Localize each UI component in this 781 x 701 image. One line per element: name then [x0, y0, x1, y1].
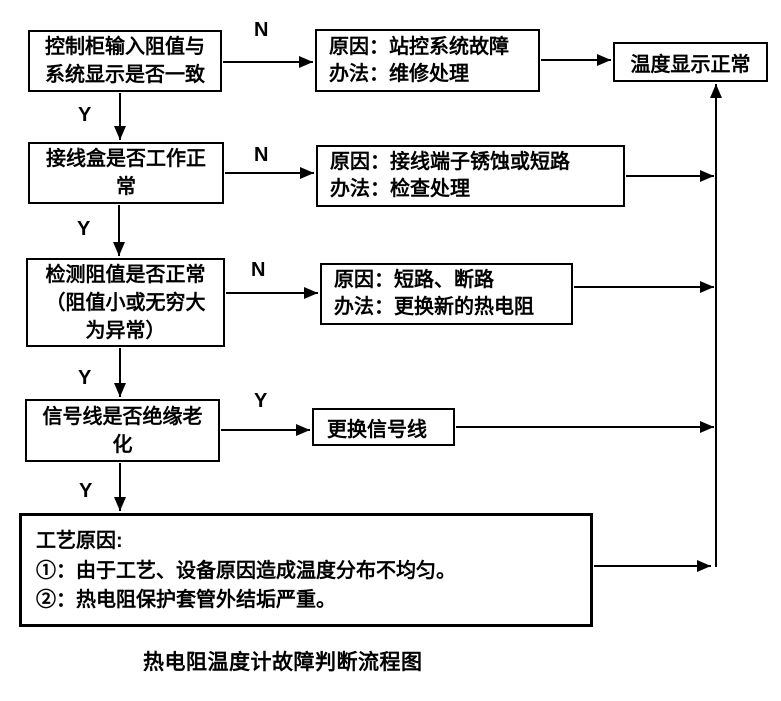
branch-label-n-2: N — [254, 144, 269, 166]
reason-short-open-circuit-solution: 办法：更换新的热电阻 — [334, 296, 534, 318]
branch-label-y-4: Y — [254, 390, 268, 412]
decision-resistance-value-normal: 检测阻值是否正常（阻值小或无穷大为异常） — [26, 258, 225, 347]
terminal-temperature-normal-text: 温度显示正常 — [630, 53, 751, 76]
process-cause-box: 工艺原因: ①：由于工艺、设备原因造成温度分布不均匀。 ②：热电阻保护套管外结垢… — [19, 513, 593, 627]
decision-control-cabinet-resistance: 控制柜输入阻值与系统显示是否一致 — [28, 30, 222, 92]
branch-label-y-5: Y — [79, 480, 93, 502]
branch-label-y-2: Y — [77, 218, 91, 240]
decision-signal-line-insulation-text: 信号线是否绝缘老化 — [42, 405, 203, 456]
branch-label-n-1: N — [254, 19, 269, 41]
diagram-title: 热电阻温度计故障判断流程图 — [143, 651, 423, 674]
reason-station-control-fault: 原因：站控系统故障 办法：维修处理 — [315, 29, 540, 92]
branch-label-y-1: Y — [78, 104, 92, 126]
action-replace-signal-line: 更换信号线 — [312, 408, 455, 446]
action-replace-signal-line-text: 更换信号线 — [327, 418, 427, 441]
reason-terminal-corrosion: 原因：接线端子锈蚀或短路 办法：检查处理 — [316, 145, 625, 207]
reason-terminal-corrosion-solution: 办法：检查处理 — [330, 178, 470, 200]
decision-signal-line-insulation: 信号线是否绝缘老化 — [25, 399, 220, 462]
reason-short-open-circuit: 原因：短路、断路 办法：更换新的热电阻 — [320, 263, 573, 325]
reason-short-open-circuit-cause: 原因：短路、断路 — [334, 269, 494, 291]
branch-label-y-3: Y — [78, 367, 92, 389]
decision-resistance-value-normal-text: 检测阻值是否正常（阻值小或无穷大为异常） — [45, 263, 206, 342]
decision-junction-box-working: 接线盒是否工作正常 — [28, 142, 224, 204]
branch-label-n-3: N — [251, 259, 266, 281]
reason-station-control-fault-cause: 原因：站控系统故障 — [329, 35, 509, 58]
decision-junction-box-working-text: 接线盒是否工作正常 — [46, 148, 206, 198]
process-cause-item-1: ①：由于工艺、设备原因造成温度分布不均匀。 — [36, 559, 456, 582]
process-cause-item-2: ②：热电阻保护套管外结垢严重。 — [36, 589, 336, 611]
terminal-temperature-normal: 温度显示正常 — [613, 42, 768, 82]
decision-control-cabinet-resistance-text: 控制柜输入阻值与系统显示是否一致 — [45, 36, 205, 86]
reason-station-control-fault-solution: 办法：维修处理 — [329, 62, 469, 85]
reason-terminal-corrosion-cause: 原因：接线端子锈蚀或短路 — [330, 151, 570, 173]
process-cause-header: 工艺原因: — [36, 530, 123, 552]
